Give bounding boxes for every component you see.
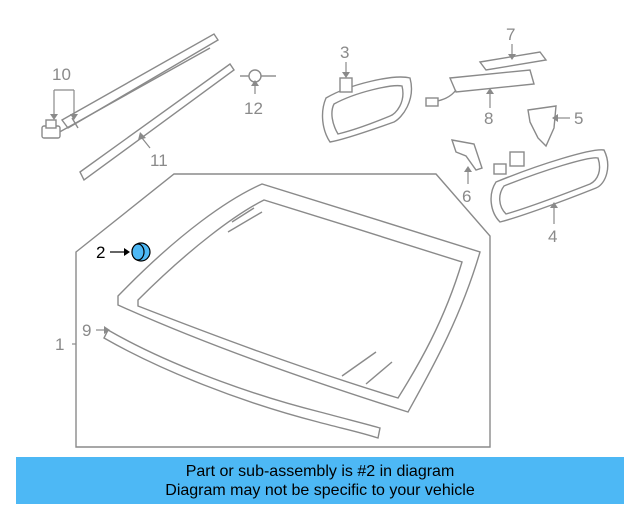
glass-reflection	[231, 207, 255, 223]
highlighted-part-2	[131, 242, 151, 262]
mirror-cover	[527, 105, 557, 148]
callout-3: 3	[340, 43, 349, 62]
leader-10	[50, 89, 78, 120]
leader-5	[552, 114, 570, 122]
molding-clip-pin	[71, 117, 79, 129]
windshield-panel-outline	[75, 173, 491, 448]
leader-4	[550, 202, 558, 224]
glass-reflection	[341, 351, 377, 377]
leader-12	[251, 80, 259, 94]
sensor-cover	[478, 51, 548, 71]
banner-line-disclaimer: Diagram may not be specific to your vehi…	[165, 481, 475, 499]
info-banner: Part or sub-assembly is #2 in diagram Di…	[16, 457, 624, 504]
roof-molding-strip	[55, 47, 211, 135]
mirror-mount-lower-2	[493, 163, 507, 175]
callout-5: 5	[574, 109, 583, 128]
banner-line-part: Part or sub-assembly is #2 in diagram	[185, 462, 455, 480]
callout-6: 6	[462, 187, 471, 206]
leader-8	[486, 88, 494, 108]
mirror-base-cover	[450, 139, 483, 171]
callout-8: 8	[484, 109, 493, 128]
sensor-assembly	[448, 69, 535, 93]
molding-clip-head	[45, 119, 57, 129]
parts-diagram: 1 2 3 4 5 6 7 8 9 10 11 12	[41, 25, 609, 448]
windshield-inner-edge	[137, 199, 463, 399]
leader-3	[342, 62, 350, 78]
roof-molding-outer	[60, 33, 219, 129]
glass-reflection	[365, 361, 393, 385]
callout-12: 12	[244, 99, 263, 118]
callout-10: 10	[52, 65, 71, 84]
rear-view-mirror-upper	[321, 76, 413, 143]
windshield-glass	[117, 183, 481, 413]
lower-molding-strip	[103, 329, 381, 439]
callout-11: 11	[150, 151, 168, 170]
leader-9	[96, 326, 110, 334]
glass-reflection	[227, 211, 263, 233]
part-2-face	[131, 243, 145, 261]
callout-7: 7	[506, 25, 515, 44]
roof-molding-inner	[79, 63, 235, 182]
leader-6	[464, 166, 472, 184]
callout-4: 4	[548, 227, 557, 246]
mirror-mount-lower	[509, 151, 525, 167]
callout-9: 9	[82, 321, 91, 340]
sensor-connector	[425, 97, 439, 107]
rear-view-mirror-lower-glass	[499, 157, 601, 215]
rear-view-mirror-lower	[490, 149, 609, 223]
callout-1: 1	[55, 335, 64, 354]
leader-2	[110, 248, 130, 256]
mirror-mount-upper	[339, 77, 353, 93]
rear-view-mirror-upper-glass	[331, 84, 404, 135]
leader-11	[138, 132, 151, 149]
callout-2: 2	[96, 243, 105, 262]
leader-7	[508, 44, 516, 60]
